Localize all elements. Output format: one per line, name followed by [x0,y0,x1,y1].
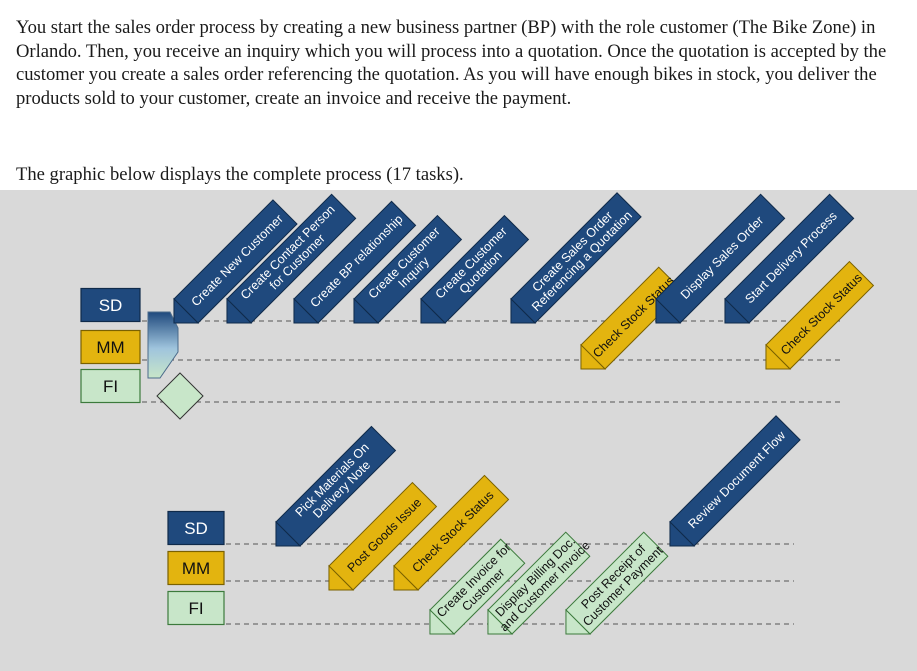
lane-label-text: MM [182,559,210,578]
lane-labels: SD MM FI SD MM FI [80,287,225,626]
task-1-7: Check Stock Status [580,266,684,370]
task-band-notch [420,297,447,324]
lane-label-text: SD [99,296,123,315]
task-band-notch [655,297,682,324]
task-band-notch [429,608,456,635]
task-band-notch [565,608,592,635]
task-band-notch [293,297,320,324]
task-band-notch [275,520,302,547]
task-band-notch [353,297,380,324]
task-band-notch [328,564,355,591]
lane-label-fi-row-1: FI [80,368,141,404]
task-band-notch [173,297,200,324]
lane-label-text: MM [96,338,124,357]
task-band-notch [226,297,253,324]
task-2-7: Review Document Flow [669,415,801,547]
lane-label-sd-row-2: SD [167,510,225,546]
task-band-notch [765,343,792,370]
task-label-line-2: Referencing a Quotation [529,208,635,314]
task-band-notch [393,564,420,591]
task-band-notch [510,297,537,324]
lane-label-text: FI [188,599,203,618]
task-label: Check Stock Status [778,271,865,358]
lane-label-text: FI [103,377,118,396]
start-connector [147,311,204,420]
intro-paragraph: You start the sales order process by cre… [16,17,887,109]
task-label: Review Document Flow [685,428,788,531]
start-diamond [156,372,204,420]
task-band-notch [724,297,751,324]
task-band-notch [580,343,607,370]
lane-label-mm-row-2: MM [167,550,225,586]
task-band-notch [669,520,696,547]
lane-label-fi-row-2: FI [167,590,225,626]
lane-label-mm-row-1: MM [80,329,141,365]
lane-label-text: SD [184,519,208,538]
lane-label-sd-row-1: SD [80,287,141,323]
graphic-caption: The graphic below displays the complete … [16,164,464,185]
start-gradient-bar [147,311,179,379]
task-band-notch [487,608,514,635]
